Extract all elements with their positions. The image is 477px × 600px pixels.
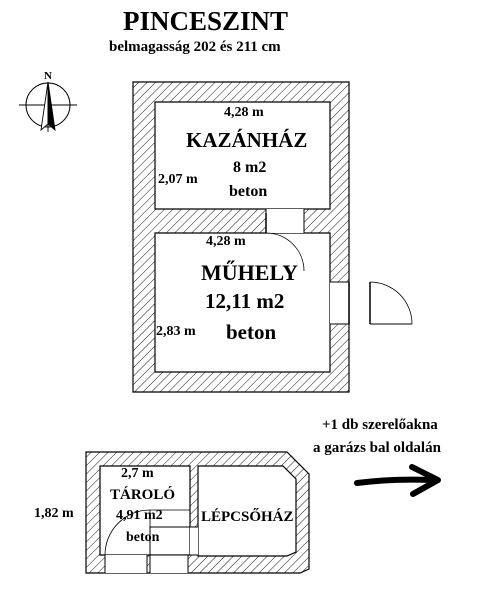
tarolo-floor: beton: [126, 530, 160, 545]
kazanhaz-floor: beton: [229, 183, 268, 200]
exterior-doorway: [330, 282, 349, 324]
inner-door-swing: [265, 232, 305, 272]
upper-wall-hatch: [132, 81, 350, 393]
kazanhaz-depth: 2,07 m: [158, 172, 198, 187]
lepcsohaz-name: LÉPCSŐHÁZ: [201, 509, 294, 525]
note-line-1: +1 db szerelőakna: [322, 417, 438, 433]
muhely-width: 4,28 m: [206, 234, 246, 249]
lower-building: [85, 451, 310, 574]
tarolo-area: 4,91 m2: [116, 508, 163, 523]
page-subtitle: belmagasság 202 és 211 cm: [109, 39, 281, 55]
kazanhaz-name: KAZÁNHÁZ: [186, 128, 308, 152]
compass-letter: N: [44, 70, 52, 82]
kazanhaz-width: 4,28 m: [224, 105, 264, 120]
north-arrow-icon: N: [19, 70, 77, 132]
kazanhaz-area: 8 m2: [233, 159, 267, 176]
right-arrow-icon: [354, 464, 441, 497]
muhely-area: 12,11 m2: [205, 289, 285, 313]
upper-building: [132, 81, 413, 393]
muhely-depth: 2,83 m: [156, 324, 196, 339]
tarolo-door-swing: [104, 509, 151, 556]
exterior-door-swing: [369, 281, 413, 325]
page-title: PINCESZINT: [123, 6, 289, 36]
muhely-floor: beton: [226, 320, 277, 344]
note-line-2: a garázs bal oldalán: [313, 440, 441, 456]
inner-doorway: [266, 209, 304, 233]
muhely-name: MŰHELY: [201, 260, 298, 285]
tarolo-width: 2,7 m: [121, 466, 154, 481]
tarolo-name: TÁROLÓ: [110, 487, 176, 503]
tarolo-depth: 1,82 m: [34, 506, 74, 521]
